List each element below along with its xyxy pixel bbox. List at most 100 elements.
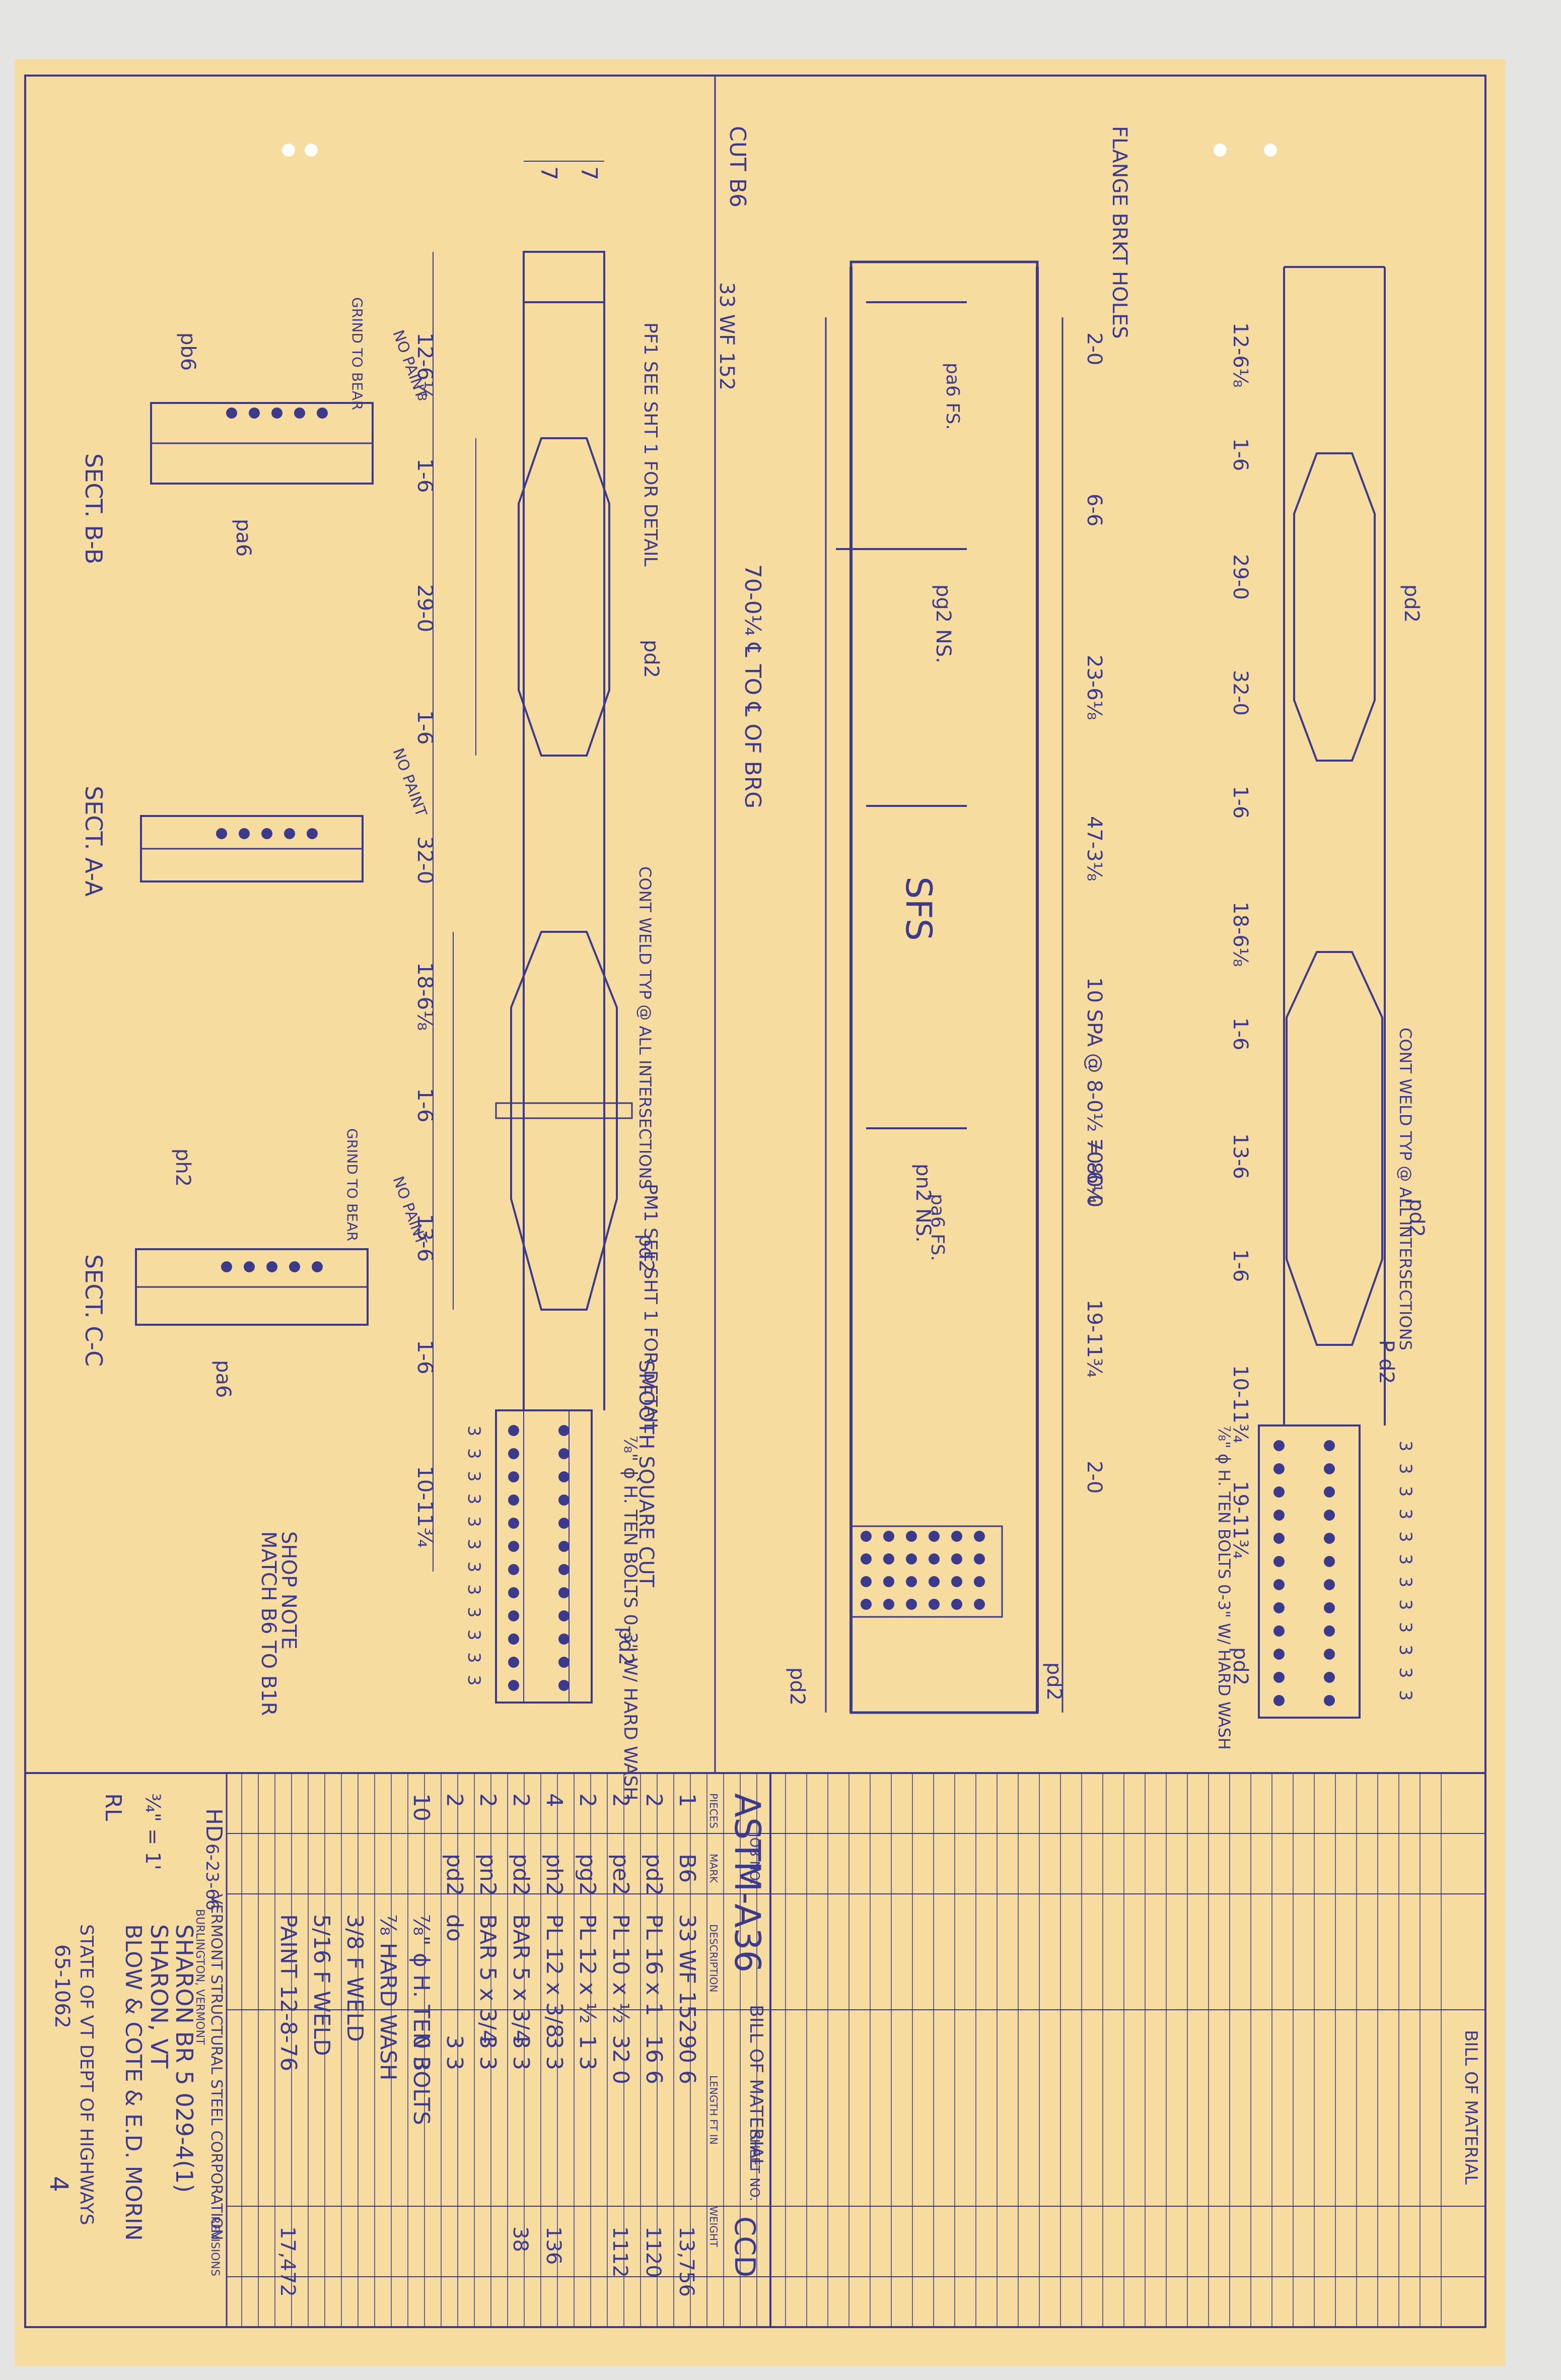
bolt	[861, 1599, 872, 1610]
bolt	[951, 1531, 962, 1542]
dim-mid: 19-11¾	[1083, 1300, 1106, 1378]
bom-spec: ASTM-A36	[727, 1793, 768, 1973]
label-pa6-b: pa6	[211, 1360, 235, 1398]
section-bolt-dots	[216, 407, 328, 1272]
bolt	[1273, 1463, 1285, 1474]
dim-left: 29-0	[413, 584, 438, 632]
label-pa6-fs: pa6 FS.	[942, 363, 963, 430]
title-drawn: HD	[201, 1808, 227, 1842]
bom-length: 3 3	[508, 2035, 534, 2070]
bom-weight: 1120	[642, 2226, 665, 2278]
bolt	[974, 1599, 985, 1610]
bolt	[558, 1471, 570, 1482]
dim-mid: 2-0	[1083, 1461, 1106, 1493]
dim-left: 1-6	[413, 1088, 438, 1123]
bom-pieces: 2	[508, 1793, 534, 1807]
title-sheet-no: 4	[44, 2176, 74, 2192]
bom-stamp: CCD	[728, 2216, 761, 2277]
bolt	[508, 1657, 519, 1668]
bolt	[239, 828, 250, 839]
bom-description: 33 WF 152	[674, 1914, 700, 2033]
bolt	[1273, 1602, 1285, 1613]
bolt	[861, 1531, 872, 1542]
bolt	[317, 407, 328, 419]
bolt-spacing: 3	[464, 1516, 484, 1527]
dim-right: 1-6	[1229, 786, 1252, 819]
bolt	[1324, 1625, 1335, 1637]
bolt	[1273, 1579, 1285, 1590]
bolt	[1324, 1463, 1335, 1474]
bolt-spacing: 3	[1395, 1509, 1415, 1520]
bom-length: 0 3	[408, 2035, 434, 2070]
label-pd2-f: pd2	[786, 1667, 809, 1706]
bolt-spacing: 3	[1395, 1599, 1415, 1610]
label-pd2-g: pd2	[1042, 1662, 1066, 1701]
label-pn2: pn2 NS.	[911, 1164, 935, 1243]
bolt	[508, 1425, 519, 1436]
label-pa6-fs-2: pa6 FS.	[927, 1194, 948, 1261]
label-pg2: pg2 NS.	[932, 584, 955, 663]
note-sfs: SFS	[898, 876, 939, 941]
bolt-spacing: 3	[464, 1652, 484, 1663]
bolt	[508, 1610, 519, 1621]
bolt	[289, 1261, 300, 1272]
bolt	[1324, 1533, 1335, 1544]
dim-left: 10-11¾	[413, 1466, 438, 1548]
bom-description: ⅞ HARD WASH	[375, 1914, 401, 2080]
bom-sheet-label: SHEET NO.	[747, 2131, 762, 2201]
bom-pieces: 4	[541, 1793, 567, 1807]
bolt	[951, 1599, 962, 1610]
bolt	[929, 1531, 940, 1542]
title-job-no: 65-1062	[50, 1944, 74, 2028]
bolt	[216, 828, 227, 839]
bom-description: ⅞" ϕ H. TEN BOLTS	[408, 1914, 434, 2125]
bolt	[558, 1587, 570, 1598]
beam-elevation-left	[495, 251, 633, 1704]
bolt-spacing: 3	[464, 1539, 484, 1550]
bolt	[294, 407, 305, 419]
bolt	[244, 1261, 255, 1272]
section-cc	[135, 1248, 369, 1326]
bolt	[883, 1531, 894, 1542]
bom-mark: pd2	[442, 1854, 467, 1896]
label-pd2-b: pd2	[634, 1234, 658, 1272]
bolt	[558, 1494, 570, 1506]
label-pd2-e: pd2	[614, 1627, 637, 1665]
title-project: SHARON BR 5 029-4(1)	[171, 1924, 198, 2193]
note-cont-weld: CONT WELD TYP @ ALL INTERSECTIONS	[635, 866, 655, 1189]
bolt	[906, 1576, 917, 1587]
bolt-spacing: 3	[464, 1561, 484, 1573]
bolt-spacing: 3	[1395, 1554, 1415, 1565]
bolt-spacing: 3	[1395, 1622, 1415, 1633]
bolt	[558, 1610, 570, 1621]
bom-length: 3 3	[541, 2035, 567, 2070]
bolt	[861, 1553, 872, 1565]
bolt	[1273, 1510, 1285, 1521]
dim-right: 1-6	[1229, 438, 1252, 471]
bolt-spacing: 3	[464, 1629, 484, 1641]
bom-pieces: 2	[475, 1793, 501, 1807]
note-length-main: 70-0¼ ℄ TO ℄ OF BRG	[740, 564, 765, 808]
label-pd2-h: pd2	[1229, 1647, 1252, 1685]
label-sect-cc: SECT. C-C	[80, 1254, 107, 1367]
bom-column-header: LENGTH FT IN	[707, 2075, 720, 2145]
dim-right: 1-6	[1229, 1249, 1252, 1282]
note-pf1: PF1 SEE SHT 1 FOR DETAIL	[640, 322, 661, 567]
title-company: VERMONT STRUCTURAL STEEL CORPORATION	[207, 1894, 225, 2240]
dim-right: 13-6	[1229, 1133, 1252, 1179]
bolt	[883, 1553, 894, 1565]
bolt-spacing: 3	[464, 1471, 484, 1482]
dim-right: 32-0	[1229, 670, 1252, 716]
dim-left: 1-6	[413, 1340, 438, 1375]
bom-pieces: 10	[408, 1793, 434, 1821]
bolt	[558, 1657, 570, 1668]
dim-left: 1-6	[413, 458, 438, 493]
bolt	[1273, 1440, 1285, 1451]
bolt	[266, 1261, 277, 1272]
note-nopaint-aa: NO PAINT	[389, 746, 430, 820]
dimension-lines-left	[433, 161, 604, 1572]
bom-length: 90 6	[674, 2035, 700, 2084]
label-sect-aa: SECT. A-A	[80, 786, 107, 897]
bolt	[558, 1425, 570, 1436]
